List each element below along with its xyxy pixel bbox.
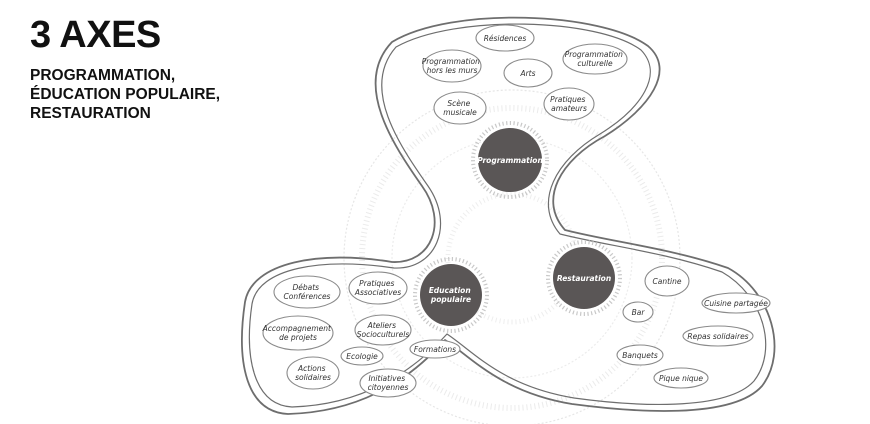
- bubble-label: Actions: [297, 364, 326, 373]
- svg-text:Programmation hors les: Programmation hors les murs: [422, 57, 483, 75]
- svg-text:Cuisine partagée: Cuisine partagée: [704, 299, 768, 308]
- svg-text:Bar: Bar: [632, 308, 646, 317]
- bubble-label: Ateliers: [367, 321, 397, 330]
- svg-text:Pique nique: Pique nique: [659, 374, 703, 383]
- bubble-label: musicale: [443, 108, 477, 117]
- bubble-label: Conférences: [284, 292, 331, 301]
- bubble-initiatives-citoyennes[interactable]: Initiatives citoyennes: [359, 368, 417, 398]
- bubble-ateliers-socioculturels[interactable]: Ateliers Socioculturels: [354, 314, 412, 346]
- bubble-label: Débats: [293, 283, 320, 292]
- bubble-label: Ecologie: [346, 352, 378, 361]
- bubble-pratiques-amateurs[interactable]: Pratiques amateurs: [543, 87, 595, 121]
- hub-education-populaire[interactable]: Education populaire: [413, 257, 489, 333]
- hub-education-label: populaire: [430, 295, 471, 304]
- svg-text:Restauration: Restauration: [557, 274, 611, 283]
- restauration-items: Cantine Cuisine partagée Bar Repas solid…: [616, 265, 771, 389]
- svg-text:Programmation: Programmation: [477, 156, 543, 165]
- svg-text:Accompagnement de proj: Accompagnement de projets: [262, 324, 334, 342]
- bubble-label: Pratiques: [359, 279, 394, 288]
- svg-text:Pratiques Associatives: Pratiques Associatives: [354, 279, 401, 297]
- bubble-label: Résidences: [484, 34, 527, 43]
- bubble-banquets[interactable]: Banquets: [616, 344, 664, 366]
- bubble-label: Cuisine partagée: [704, 299, 768, 308]
- svg-text:Banquets: Banquets: [622, 351, 658, 360]
- bubble-label: hors les murs: [427, 66, 478, 75]
- programmation-items: Résidences Programmation hors les murs A…: [422, 24, 628, 125]
- bubble-label: Formations: [414, 345, 456, 354]
- hub-restauration-circle: [553, 247, 615, 309]
- bubble-label: de projets: [279, 333, 317, 342]
- education-items: Débats Conférences Pratiques Associative…: [262, 271, 461, 398]
- bubble-arts[interactable]: Arts: [503, 58, 553, 88]
- bubble-scene-musicale[interactable]: Scène musicale: [433, 91, 487, 125]
- bubble-bar[interactable]: Bar: [622, 301, 654, 323]
- svg-text:Ecologie: Ecologie: [346, 352, 378, 361]
- svg-text:Arts: Arts: [519, 69, 535, 78]
- bubble-pique-nique[interactable]: Pique nique: [653, 367, 709, 389]
- svg-text:Débats Conférences: Débats Conférences: [284, 283, 331, 301]
- bubble-formations[interactable]: Formations: [409, 339, 461, 359]
- page-subtitle: PROGRAMMATION, ÉDUCATION POPULAIRE, REST…: [30, 66, 260, 123]
- svg-text:Formations: Formations: [414, 345, 456, 354]
- subtitle-line: ÉDUCATION POPULAIRE,: [30, 86, 221, 103]
- trefoil-outline: [241, 16, 776, 415]
- trefoil-outline-outer: [241, 16, 776, 415]
- hub-programmation-circle: [478, 128, 542, 192]
- bubble-label: Programmation: [565, 50, 623, 59]
- hub-education-circle: [420, 264, 482, 326]
- bubble-debats-conferences[interactable]: Débats Conférences: [273, 275, 341, 309]
- trefoil-outline-inner: [248, 23, 767, 408]
- svg-text:Cantine: Cantine: [653, 277, 682, 286]
- bubble-label: amateurs: [551, 104, 587, 113]
- hub-programmation-label: Programmation: [477, 156, 543, 165]
- bubble-label: Initiatives: [368, 374, 405, 383]
- bubble-ecologie[interactable]: Ecologie: [340, 346, 384, 366]
- bubble-label: solidaires: [295, 373, 331, 382]
- svg-text:Repas solidaires: Repas solidaires: [687, 332, 748, 341]
- bubble-actions-solidaires[interactable]: Actions solidaires: [286, 356, 340, 390]
- bubble-programmation-hors-les-murs[interactable]: Programmation hors les murs: [422, 49, 483, 83]
- bubble-residences[interactable]: Résidences: [475, 24, 535, 52]
- svg-text:Scène musicale: Scène musicale: [443, 99, 477, 117]
- subtitle-line: PROGRAMMATION,: [30, 67, 176, 84]
- bubble-label: Associatives: [354, 288, 401, 297]
- svg-text:Résidences: Résidences: [484, 34, 527, 43]
- bubble-repas-solidaires[interactable]: Repas solidaires: [682, 325, 754, 347]
- page-title: 3 AXES: [30, 14, 161, 56]
- bubble-accompagnement-de-projets[interactable]: Accompagnement de projets: [262, 315, 334, 351]
- hub-restauration-label: Restauration: [557, 274, 611, 283]
- hub-programmation[interactable]: Programmation: [471, 121, 549, 199]
- bubble-label: Repas solidaires: [687, 332, 748, 341]
- svg-text:Actions solidaires: Actions solidaires: [295, 364, 331, 382]
- bubble-label: Programmation: [422, 57, 480, 66]
- bubble-programmation-culturelle[interactable]: Programmation culturelle: [562, 43, 628, 75]
- svg-text:Education populaire: Education populaire: [429, 286, 474, 304]
- svg-text:Programmation culturel: Programmation culturelle: [565, 50, 626, 68]
- bubble-label: Cantine: [653, 277, 682, 286]
- subtitle-line: RESTAURATION: [30, 105, 151, 122]
- bubble-label: Banquets: [622, 351, 658, 360]
- bubble-cantine[interactable]: Cantine: [644, 265, 690, 297]
- bubble-label: Accompagnement: [262, 324, 332, 333]
- svg-text:Pratiques amateurs: Pratiques amateurs: [550, 95, 588, 113]
- bubble-pratiques-associatives[interactable]: Pratiques Associatives: [348, 271, 408, 305]
- bubble-label: citoyennes: [368, 383, 409, 392]
- bubble-label: culturelle: [577, 59, 613, 68]
- svg-text:Initiatives citoyennes: Initiatives citoyennes: [368, 374, 409, 392]
- bubble-label: Pratiques: [550, 95, 585, 104]
- bubble-cuisine-partagee[interactable]: Cuisine partagée: [701, 292, 771, 314]
- hub-restauration[interactable]: Restauration: [546, 240, 622, 316]
- bubble-label: Scène: [447, 99, 470, 108]
- svg-text:Ateliers Socioculturel: Ateliers Socioculturels: [357, 321, 410, 339]
- bubble-label: Arts: [519, 69, 535, 78]
- bubble-label: Pique nique: [659, 374, 703, 383]
- hub-education-label: Education: [429, 286, 471, 295]
- bubble-label: Bar: [632, 308, 646, 317]
- bubble-label: Socioculturels: [357, 330, 410, 339]
